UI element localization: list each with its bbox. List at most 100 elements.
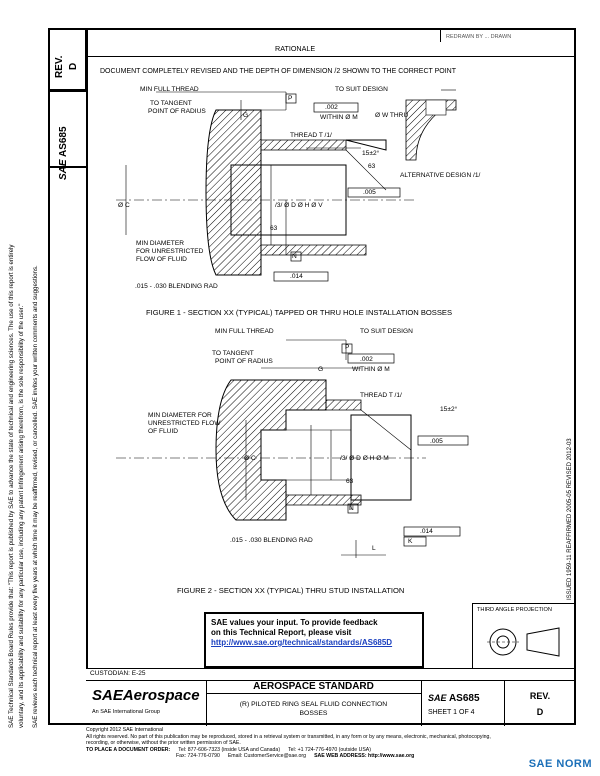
left-divider-2 — [48, 90, 86, 92]
fig2-blend: .015 - .030 BLENDING RAD — [230, 537, 313, 544]
fig1-thread: THREAD T /1/ — [290, 132, 332, 139]
fig1-g: G — [243, 112, 249, 119]
title-doc-number-text: AS685 — [448, 693, 480, 704]
left-divider — [86, 28, 88, 668]
feedback-line-1: SAE values your input. To provide feedba… — [211, 618, 378, 627]
rationale-title: RATIONALE — [275, 44, 316, 53]
figure-2-drawing — [116, 339, 469, 558]
sae-norm-watermark: SAE NORM — [528, 758, 592, 770]
figure-1-caption: FIGURE 1 - SECTION XX (TYPICAL) TAPPED O… — [146, 308, 453, 317]
top-right-stamp: REDRAWN BY ... DRAWN — [446, 34, 512, 40]
fig2-to-tangent: TO TANGENT — [212, 350, 254, 357]
footer-tel-1: Tel: 877-606-7323 (inside USA and Canada… — [178, 746, 281, 753]
figure-2-caption: FIGURE 2 - SECTION XX (TYPICAL) THRU STU… — [177, 586, 405, 595]
fig2-c: Ø C — [244, 455, 256, 462]
sae-logo-side: SAE — [58, 159, 69, 180]
fig2-tol: .002 — [360, 356, 373, 363]
footer-fax: Fax: 724-776-0790 — [176, 753, 220, 760]
footer-rights-2: recording, or otherwise, without the pri… — [86, 740, 241, 747]
fig1-min-full-thread: MIN FULL THREAD — [140, 86, 199, 93]
fig1-angle: 15±2° — [362, 150, 380, 157]
footer-email[interactable]: Email: CustomerService@sae.org — [227, 753, 307, 760]
title-doc-number: SAE AS685 — [428, 693, 480, 704]
feedback-link[interactable]: http://www.sae.org/technical/standards/A… — [211, 638, 393, 647]
stamp-divider — [440, 28, 441, 42]
fig1-flow: FLOW OF FLUID — [136, 256, 187, 263]
fig1-thru: Ø W THRU — [375, 112, 409, 119]
title-rev-label: REV. — [529, 691, 551, 701]
figure-1-drawing — [116, 89, 457, 282]
fig2-l: L — [372, 545, 376, 552]
fig1-alt-design: ALTERNATIVE DESIGN /1/ — [400, 172, 481, 179]
left-divider-3 — [48, 166, 86, 168]
custodian: CUSTODIAN: E-25 — [90, 670, 146, 677]
brand-sub: An SAE International Group — [92, 709, 160, 715]
fig2-r63: 63 — [346, 478, 354, 485]
footer-tel-2: Tel: +1 724-776-4970 (outside USA) — [288, 746, 371, 753]
title-rev-value: D — [536, 707, 544, 717]
footer: Copyright 2012 SAE International All rig… — [86, 727, 576, 760]
fig2-n: N — [349, 505, 354, 512]
footer-rights: All rights reserved. No part of this pub… — [86, 733, 491, 740]
footer-web[interactable]: SAE WEB ADDRESS: http://www.sae.org — [314, 753, 415, 760]
sae-aerospace-logo: SAEAerospace — [92, 687, 200, 704]
title-sae-logo: SAE — [428, 693, 447, 703]
legal-line-1: SAE Technical Standards Board Rules prov… — [8, 244, 15, 729]
sheet-number: SHEET 1 OF 4 — [428, 709, 475, 716]
fig2-km: K — [408, 538, 413, 545]
fig2-to-suit: TO SUIT DESIGN — [360, 328, 413, 335]
feedback-line-2: on this Technical Report, please visit — [211, 628, 352, 637]
sheet-border — [48, 28, 576, 725]
footer-copyright: Copyright 2012 SAE International — [86, 727, 163, 733]
fig1-blend: .015 - .030 BLENDING RAD — [135, 283, 218, 290]
fig2-point-radius: POINT OF RADIUS — [215, 358, 273, 365]
doc-number-side: SAE AS685 — [58, 126, 69, 180]
fig1-tol: .002 — [325, 104, 338, 111]
legal-line-3: SAE reviews each technical report at lea… — [32, 265, 39, 728]
doc-number-side-text: AS685 — [58, 126, 69, 158]
fig1-for-unrestricted: FOR UNRESTRICTED — [136, 248, 204, 255]
rev-box: REV. D — [48, 28, 86, 90]
fig2-min-dia: MIN DIAMETER FOR — [148, 412, 212, 419]
feedback-box: SAE values your input. To provide feedba… — [204, 612, 424, 668]
fig1-c: Ø C — [118, 202, 130, 209]
footer-order: TO PLACE A DOCUMENT ORDER: — [86, 746, 171, 753]
fig1-tol3: .014 — [290, 273, 303, 280]
fig2-thread: THREAD T /1/ — [360, 392, 402, 399]
fig1-r63: 63 — [368, 163, 376, 170]
fig1-tol2: .005 — [363, 189, 376, 196]
fig1-min-dia: MIN DIAMETER — [136, 240, 184, 247]
fig2-min-full-thread: MIN FULL THREAD — [215, 328, 274, 335]
fig1-r63b: 63 — [270, 225, 278, 232]
projection-box: THIRD ANGLE PROJECTION — [472, 603, 576, 668]
part-title: (R) PILOTED RING SEAL FLUID CONNECTION — [239, 701, 388, 708]
fig2-angle: 15±2° — [440, 406, 458, 413]
std-title: AEROSPACE STANDARD — [253, 681, 374, 692]
fig2-tol2: .005 — [430, 438, 443, 445]
fig1-point-radius: POINT OF RADIUS — [148, 108, 206, 115]
fig2-dia: /3/ Ø D Ø H Ø M — [340, 455, 389, 462]
left-column: REV. D SAE AS685 — [48, 28, 86, 725]
fig2-p: P — [345, 344, 350, 351]
brand-text: SAEAerospace — [92, 687, 200, 704]
fig2-g: G — [318, 366, 324, 373]
projection-label: THIRD ANGLE PROJECTION — [477, 607, 552, 613]
rationale-text: DOCUMENT COMPLETELY REVISED AND THE DEPT… — [100, 68, 457, 75]
legal-line-2: voluntary, and its applicability and sui… — [18, 303, 25, 728]
title-block: CUSTODIAN: E-25 SAEAerospace An SAE Inte… — [86, 668, 576, 726]
projection-symbol-icon — [487, 627, 560, 657]
fig1-to-tangent: TO TANGENT — [150, 100, 192, 107]
fig2-tol3: .014 — [420, 528, 433, 535]
fig2-unrestricted: UNRESTRICTED FLOW — [148, 420, 221, 427]
rev-label: REV. — [54, 55, 65, 78]
fig1-dia: /3/ Ø D Ø H Ø V — [275, 202, 323, 209]
rev-value: D — [68, 62, 79, 70]
part-title-2: BOSSES — [299, 710, 328, 717]
fig2-fluid: OF FLUID — [148, 428, 179, 435]
rationale-top-line — [86, 56, 576, 57]
fig2-within: WITHIN Ø M — [352, 366, 390, 373]
fig1-within: WITHIN Ø M — [320, 114, 358, 121]
fig1-to-suit: TO SUIT DESIGN — [335, 86, 388, 93]
fig1-n: N — [292, 253, 297, 260]
fig1-p: P — [288, 95, 293, 102]
